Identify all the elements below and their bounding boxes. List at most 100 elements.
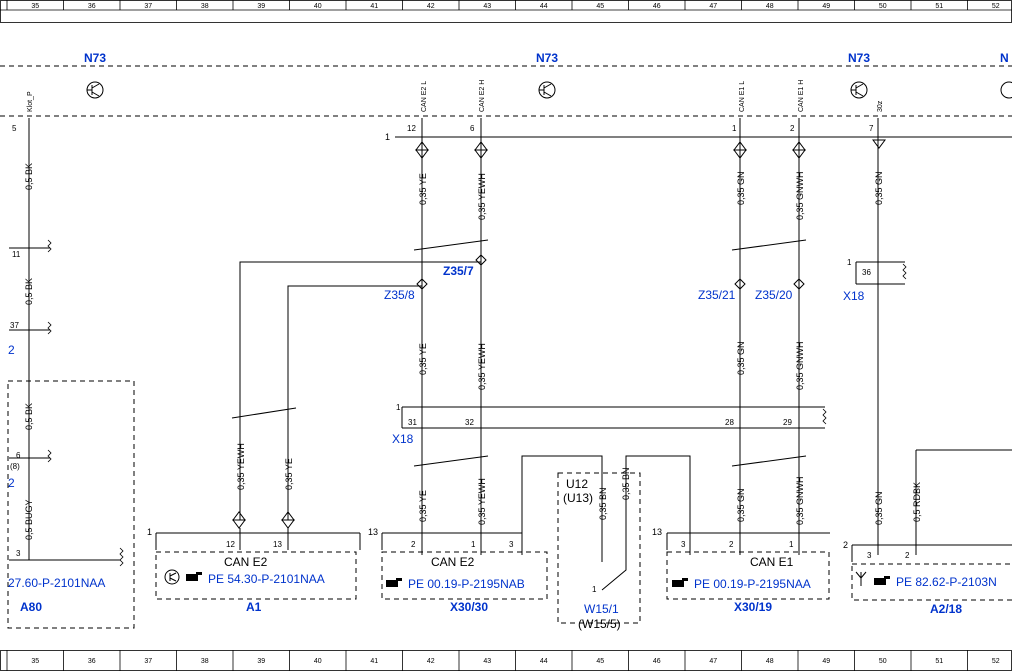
left-wire [9, 118, 124, 567]
splice-label: Z35/8 [384, 288, 415, 302]
pin-number: 1 [147, 527, 152, 537]
hand-pointer-icon[interactable] [186, 572, 202, 581]
component-label-w15-1: W15/1 [584, 602, 619, 616]
hand-pointer-icon[interactable] [874, 576, 890, 585]
pin-number: (8) [10, 462, 20, 471]
pin-ticks [421, 540, 800, 555]
pin-number: 2 [790, 124, 795, 133]
pin-number: 1 [847, 258, 852, 267]
wire-label: 0,35 GNWH [795, 341, 805, 390]
ruler-column-label: 35 [31, 3, 39, 10]
module-label-n73-2: N73 [536, 51, 558, 65]
wire-label: 0,35 BN [598, 487, 608, 520]
component-label-a1: A1 [246, 600, 262, 614]
signal-label: CAN E2 L [421, 81, 428, 112]
module-label-n73-1: N73 [84, 51, 106, 65]
ruler-column-label: 50 [879, 658, 887, 665]
splice-icon [475, 254, 487, 266]
wire-label: 0,35 YE [418, 343, 428, 375]
pin-number: 28 [725, 418, 734, 427]
signal-label: CAN E2 H [479, 80, 486, 112]
splice-icon [416, 278, 428, 290]
hand-pointer-icon[interactable] [672, 578, 688, 587]
wire-label: 0,35 YE [418, 173, 428, 205]
module-label-n73-4: N [1000, 51, 1009, 65]
ruler-column-label: 46 [653, 658, 661, 665]
component-ref: 27.60-P-2101NAA [8, 576, 105, 590]
pin-number: 3 [509, 540, 514, 549]
ruler-column-label: 36 [88, 658, 96, 665]
pin-number: 3 [867, 551, 872, 560]
wire-label: 0,35 GN [736, 171, 746, 205]
wire-label: 0,5 BK [24, 278, 34, 305]
splice-label: Z35/20 [755, 288, 793, 302]
pin-number: 6 [16, 451, 21, 460]
transistor-icon [850, 81, 868, 99]
component-label-x30-30: X30/30 [450, 600, 488, 614]
connector-ref: 2 [8, 343, 15, 357]
wire-label: 0,35 YE [418, 490, 428, 522]
pin-number: 6 [470, 124, 475, 133]
ruler-column-label: 38 [201, 658, 209, 665]
component-ref[interactable]: PE 00.19-P-2195NAA [694, 577, 811, 591]
component-ref[interactable]: PE 54.30-P-2101NAA [208, 572, 325, 586]
signal-label: CAN E1 H [798, 80, 805, 112]
pin-number: 1 [789, 540, 794, 549]
pin-number: 32 [465, 418, 474, 427]
pin-number: 2 [411, 540, 416, 549]
wire-label: 0,35 BN [621, 467, 631, 500]
component-ref[interactable]: PE 00.19-P-2195NAB [408, 577, 525, 591]
hand-pointer-icon[interactable] [386, 578, 402, 587]
ruler-column-label: 43 [483, 658, 491, 665]
wire-label: 0,35 YEWH [236, 443, 246, 490]
pin-number: 1 [396, 403, 401, 412]
pin-number: 2 [843, 540, 848, 550]
pin-number: 2 [905, 551, 910, 560]
wire-label: 0,5 BK [24, 403, 34, 430]
pin-number: 1 [732, 124, 737, 133]
component-label-x30-19: X30/19 [734, 600, 772, 614]
splice-label: Z35/7 [443, 264, 474, 278]
pin-number: 11 [12, 250, 21, 259]
connector-ref: X18 [392, 432, 414, 446]
ruler-column-label: 51 [935, 658, 943, 665]
transistor-icon [164, 569, 180, 585]
transistor-icon [538, 81, 556, 99]
wire-label: 0,35 GN [874, 171, 884, 205]
signal-label: 30z [877, 100, 884, 112]
wire-label: 0,35 YEWH [477, 173, 487, 220]
pin-number: 36 [862, 268, 871, 277]
pin-number: 1 [471, 540, 476, 549]
ruler-column-label: 47 [709, 658, 717, 665]
x18-connector [401, 406, 827, 429]
ruler-column-label: 38 [201, 3, 209, 10]
ruler-column-label: 35 [31, 658, 39, 665]
module-label-n73-3: N73 [848, 51, 870, 65]
connector-ref: 2 [8, 476, 15, 490]
ruler-column-label: 49 [822, 658, 830, 665]
signal-label: CAN E1 L [739, 81, 746, 112]
a1-title: CAN E2 [224, 555, 268, 569]
pin-number: 12 [226, 540, 235, 549]
pin-number: 7 [869, 124, 874, 133]
pin-number: 29 [783, 418, 792, 427]
wire-label: 0,5 BK [24, 163, 34, 190]
ruler-column-label: 48 [766, 3, 774, 10]
ruler-column-label: 46 [653, 3, 661, 10]
x3030-title: CAN E2 [431, 555, 475, 569]
signal-label: Klot_P [27, 91, 34, 112]
ruler-column-label: 40 [314, 3, 322, 10]
pin-number: 1 [385, 132, 390, 142]
component-ref[interactable]: PE 82.62-P-2103N [896, 575, 997, 589]
ruler-column-label: 43 [483, 3, 491, 10]
component-label-a80: A80 [20, 600, 42, 614]
transistor-icon [1000, 81, 1012, 99]
wire-label: 0,35 GNWH [795, 476, 805, 525]
ruler-column-label: 52 [992, 3, 1000, 10]
ruler-column-label: 37 [144, 3, 152, 10]
ruler-column-label: 36 [88, 3, 96, 10]
ruler-column-label: 45 [596, 3, 604, 10]
pin-number: 37 [10, 321, 19, 330]
ruler-column-label: 41 [370, 658, 378, 665]
ruler-column-label: 51 [935, 3, 943, 10]
